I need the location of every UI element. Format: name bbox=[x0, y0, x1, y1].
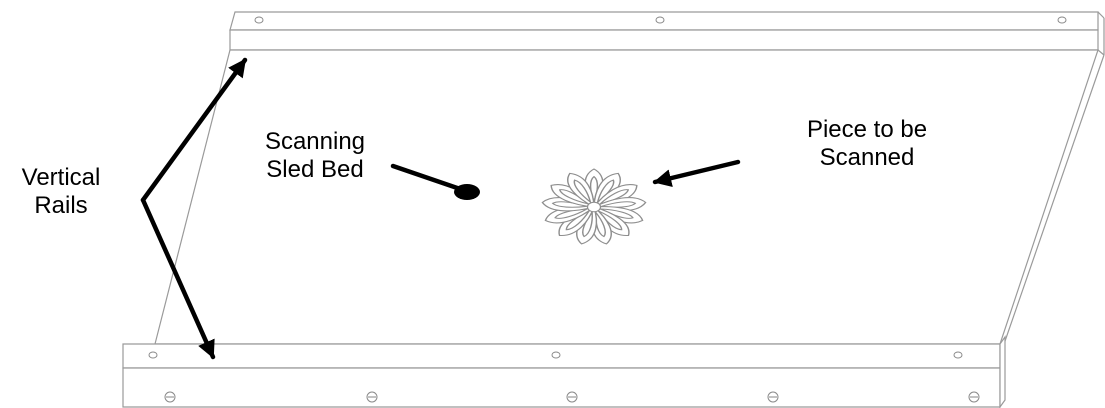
sled-bed-pointer bbox=[390, 163, 480, 200]
top-rail bbox=[229, 11, 1105, 55]
arrow-to-top-rail bbox=[140, 57, 248, 203]
bottom-rail bbox=[122, 335, 1006, 408]
rail-hole bbox=[1057, 16, 1067, 24]
rail-hole bbox=[953, 351, 963, 359]
rail-hole bbox=[148, 351, 158, 359]
piece-arrow bbox=[652, 159, 741, 187]
rail-screws bbox=[164, 391, 980, 403]
piece-label: Piece to be Scanned bbox=[806, 116, 928, 171]
arrow-to-bottom-rail bbox=[140, 197, 216, 360]
sled-bed-dot bbox=[454, 184, 480, 200]
rail-hole bbox=[655, 16, 665, 24]
rails-arrows bbox=[140, 57, 248, 360]
rail-hole bbox=[551, 351, 561, 359]
sled-bed-label: Scanning Sled Bed bbox=[264, 128, 366, 183]
rail-hole bbox=[254, 16, 264, 24]
vertical-rails-label: Vertical Rails bbox=[21, 164, 101, 219]
rosette-piece bbox=[540, 168, 648, 247]
